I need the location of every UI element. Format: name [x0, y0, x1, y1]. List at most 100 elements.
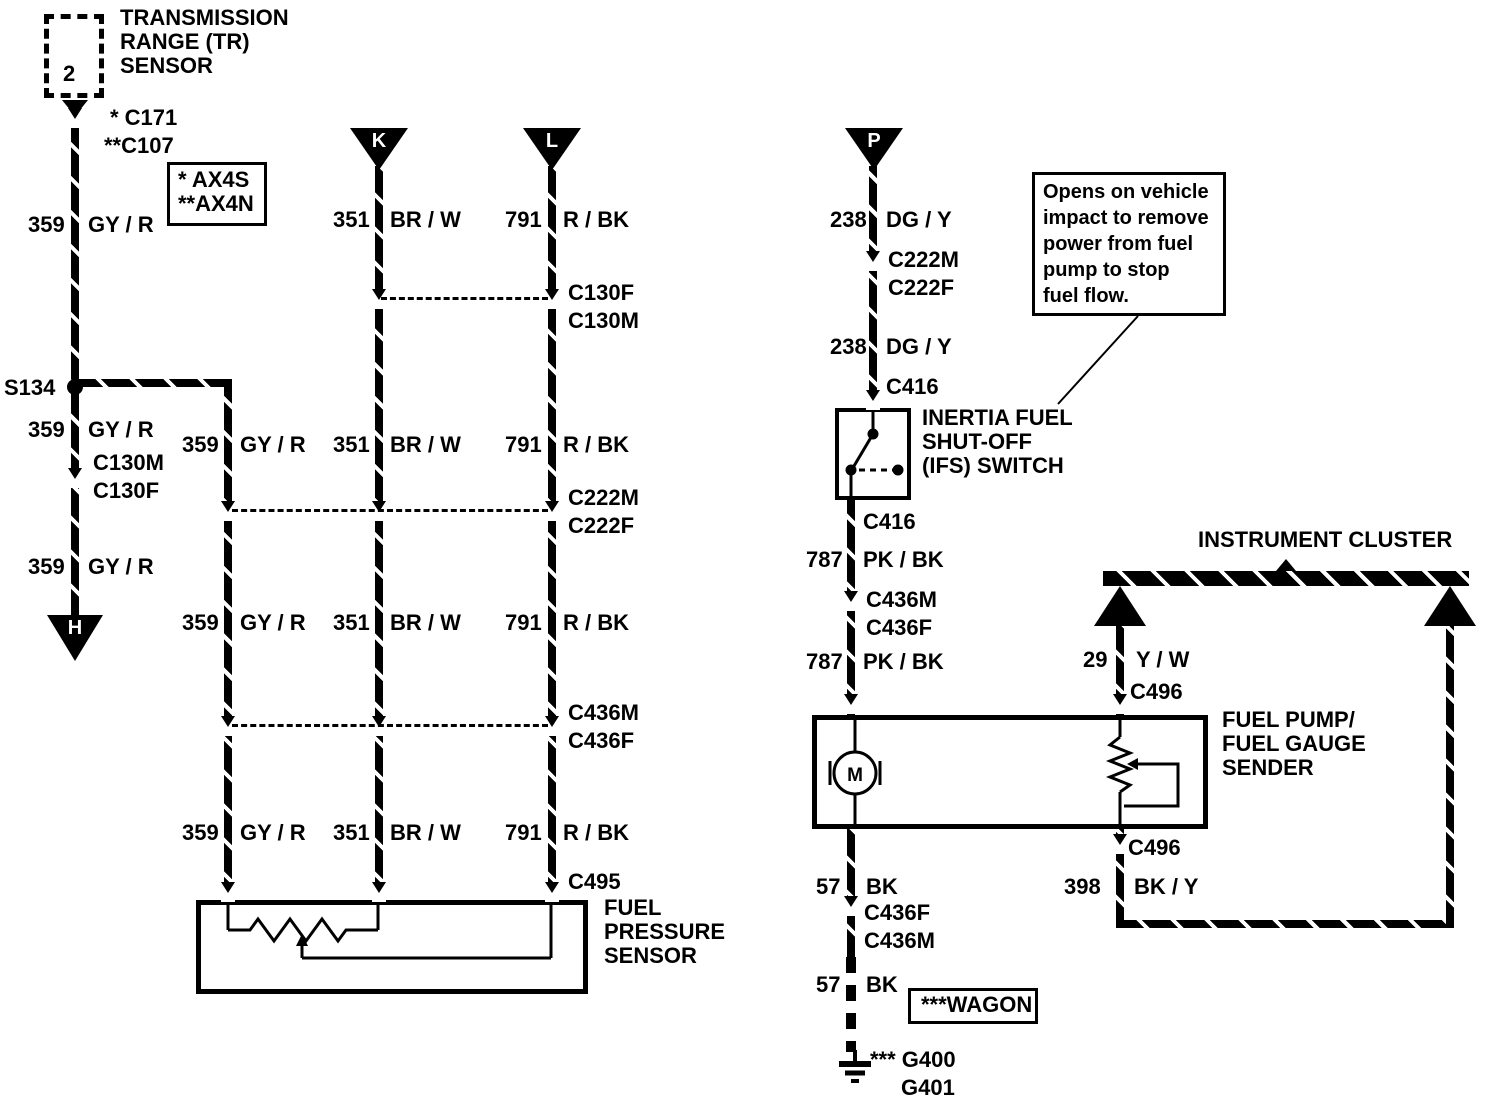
- connector-plane-c130: [381, 297, 548, 300]
- ifs-switch-label: SHUT-OFF: [922, 429, 1032, 454]
- connector-symbol-c495-359: [221, 882, 235, 902]
- tr-sensor-box: [44, 14, 104, 98]
- circuit-791: 791: [505, 610, 542, 635]
- connector-label-c436f: C436F: [866, 615, 933, 640]
- fuel-pump-box: [812, 715, 1208, 829]
- terminal-p-letter: P: [867, 130, 881, 152]
- color-gy-r: GY / R: [88, 417, 154, 442]
- circuit-359: 359: [28, 417, 65, 442]
- tr-sensor-label: RANGE (TR): [120, 29, 250, 54]
- circuit-29: 29: [1083, 647, 1108, 672]
- terminal-l-letter: L: [545, 130, 559, 152]
- color-br-w: BR / W: [390, 820, 461, 845]
- callout-line: Opens on vehicle: [1043, 181, 1209, 203]
- terminal-k-letter: K: [371, 130, 387, 152]
- connector-label-c436f: C436F: [568, 728, 635, 753]
- connector-symbol-c436-57: [844, 896, 858, 916]
- connector-label-c222m: C222M: [888, 247, 959, 272]
- connector-label-c496: C496: [1130, 679, 1183, 704]
- connector-plane-c222: [232, 509, 548, 512]
- connector-label-c222f: C222F: [888, 275, 955, 300]
- splice-label-s134: S134: [4, 375, 56, 400]
- trans-type-ax4s: * AX4S: [178, 167, 250, 192]
- connector-label-c130m: C130M: [93, 450, 164, 475]
- color-br-w: BR / W: [390, 207, 461, 232]
- color-gy-r: GY / R: [240, 610, 306, 635]
- connector-label-c436f: C436F: [864, 900, 931, 925]
- wire-238: [869, 166, 877, 408]
- connector-label-c436m: C436M: [864, 928, 935, 953]
- callout-line: power from fuel: [1043, 233, 1194, 255]
- instrument-cluster-bus: [1103, 571, 1469, 586]
- wire-398-v-left: [1116, 829, 1124, 928]
- callout-line: pump to stop: [1043, 259, 1170, 281]
- fuel-pressure-sensor-label: PRESSURE: [604, 919, 726, 944]
- connector-symbol-c171: [68, 108, 82, 128]
- circuit-359: 359: [182, 820, 219, 845]
- color-r-bk: R / BK: [563, 432, 629, 457]
- circuit-238: 238: [830, 207, 867, 232]
- connector-symbol-c130-791: [545, 289, 559, 309]
- wire-29: [1116, 622, 1124, 717]
- fuel-pressure-sensor-box: [196, 900, 588, 994]
- ground-label-g400: *** G400: [870, 1047, 956, 1072]
- terminal-h-letter: H: [67, 617, 83, 639]
- connector-label-c130f: C130F: [568, 280, 635, 305]
- color-gy-r: GY / R: [240, 820, 306, 845]
- wire-398-v-right: [1446, 622, 1454, 928]
- wire-57: [847, 829, 855, 957]
- fuel-gauge-sender-symbol: [1105, 719, 1180, 827]
- callout-box: Opens on vehicle impact to remove power …: [1032, 172, 1226, 316]
- circuit-57: 57: [816, 874, 841, 899]
- color-gy-r: GY / R: [88, 554, 154, 579]
- color-bk-y: BK / Y: [1134, 874, 1199, 899]
- connector-label-c130m: C130M: [568, 308, 639, 333]
- tr-sensor-label: TRANSMISSION: [120, 5, 289, 30]
- color-r-bk: R / BK: [563, 820, 629, 845]
- connector-label-c496: C496: [1128, 835, 1181, 860]
- connector-label-c171: * C171: [110, 105, 178, 130]
- color-br-w: BR / W: [390, 432, 461, 457]
- connector-label-c436m: C436M: [568, 700, 639, 725]
- fuel-pump-label: FUEL GAUGE: [1222, 731, 1366, 756]
- wire-351: [375, 166, 383, 905]
- wire-57-wagon-dashed: [846, 957, 856, 1052]
- circuit-351: 351: [333, 820, 370, 845]
- fuel-pump-label: FUEL PUMP/: [1222, 707, 1355, 732]
- connector-label-c436m: C436M: [866, 587, 937, 612]
- circuit-787: 787: [806, 547, 843, 572]
- callout-line: fuel flow.: [1043, 285, 1129, 307]
- wagon-note-box: ***WAGON: [908, 988, 1038, 1024]
- connector-label-c416: C416: [863, 509, 916, 534]
- ifs-switch-label: INERTIA FUEL: [922, 405, 1073, 430]
- circuit-791: 791: [505, 820, 542, 845]
- wire-359-splice-branch-h: [75, 379, 232, 387]
- color-br-w: BR / W: [390, 610, 461, 635]
- ifs-switch-internals: [845, 412, 904, 498]
- circuit-351: 351: [333, 207, 370, 232]
- ground-label-g401: G401: [901, 1075, 955, 1100]
- wire-359-splice-branch-v: [224, 379, 232, 905]
- circuit-359: 359: [182, 610, 219, 635]
- color-r-bk: R / BK: [563, 610, 629, 635]
- connector-label-c416: C416: [886, 374, 939, 399]
- circuit-787: 787: [806, 649, 843, 674]
- circuit-791: 791: [505, 432, 542, 457]
- splice-s134-dot: [67, 379, 83, 395]
- fuel-pressure-sensor-label: FUEL: [604, 895, 662, 920]
- connector-label-c495: C495: [568, 869, 621, 894]
- color-bk: BK: [866, 874, 898, 899]
- circuit-359: 359: [182, 432, 219, 457]
- fuel-pump-motor-symbol: M: [828, 719, 882, 827]
- connector-symbol-c416-top: [866, 390, 880, 410]
- connector-label-c222f: C222F: [568, 513, 635, 538]
- motor-letter: M: [847, 765, 863, 786]
- connector-label-c130f: C130F: [93, 478, 160, 503]
- connector-symbol-c495-351: [372, 882, 386, 902]
- connector-symbol-c130-left: [68, 468, 82, 488]
- color-gy-r: GY / R: [88, 212, 154, 237]
- connector-symbol-c436-787: [844, 591, 858, 611]
- circuit-351: 351: [333, 610, 370, 635]
- fuel-pressure-sensor-internals: [226, 905, 553, 960]
